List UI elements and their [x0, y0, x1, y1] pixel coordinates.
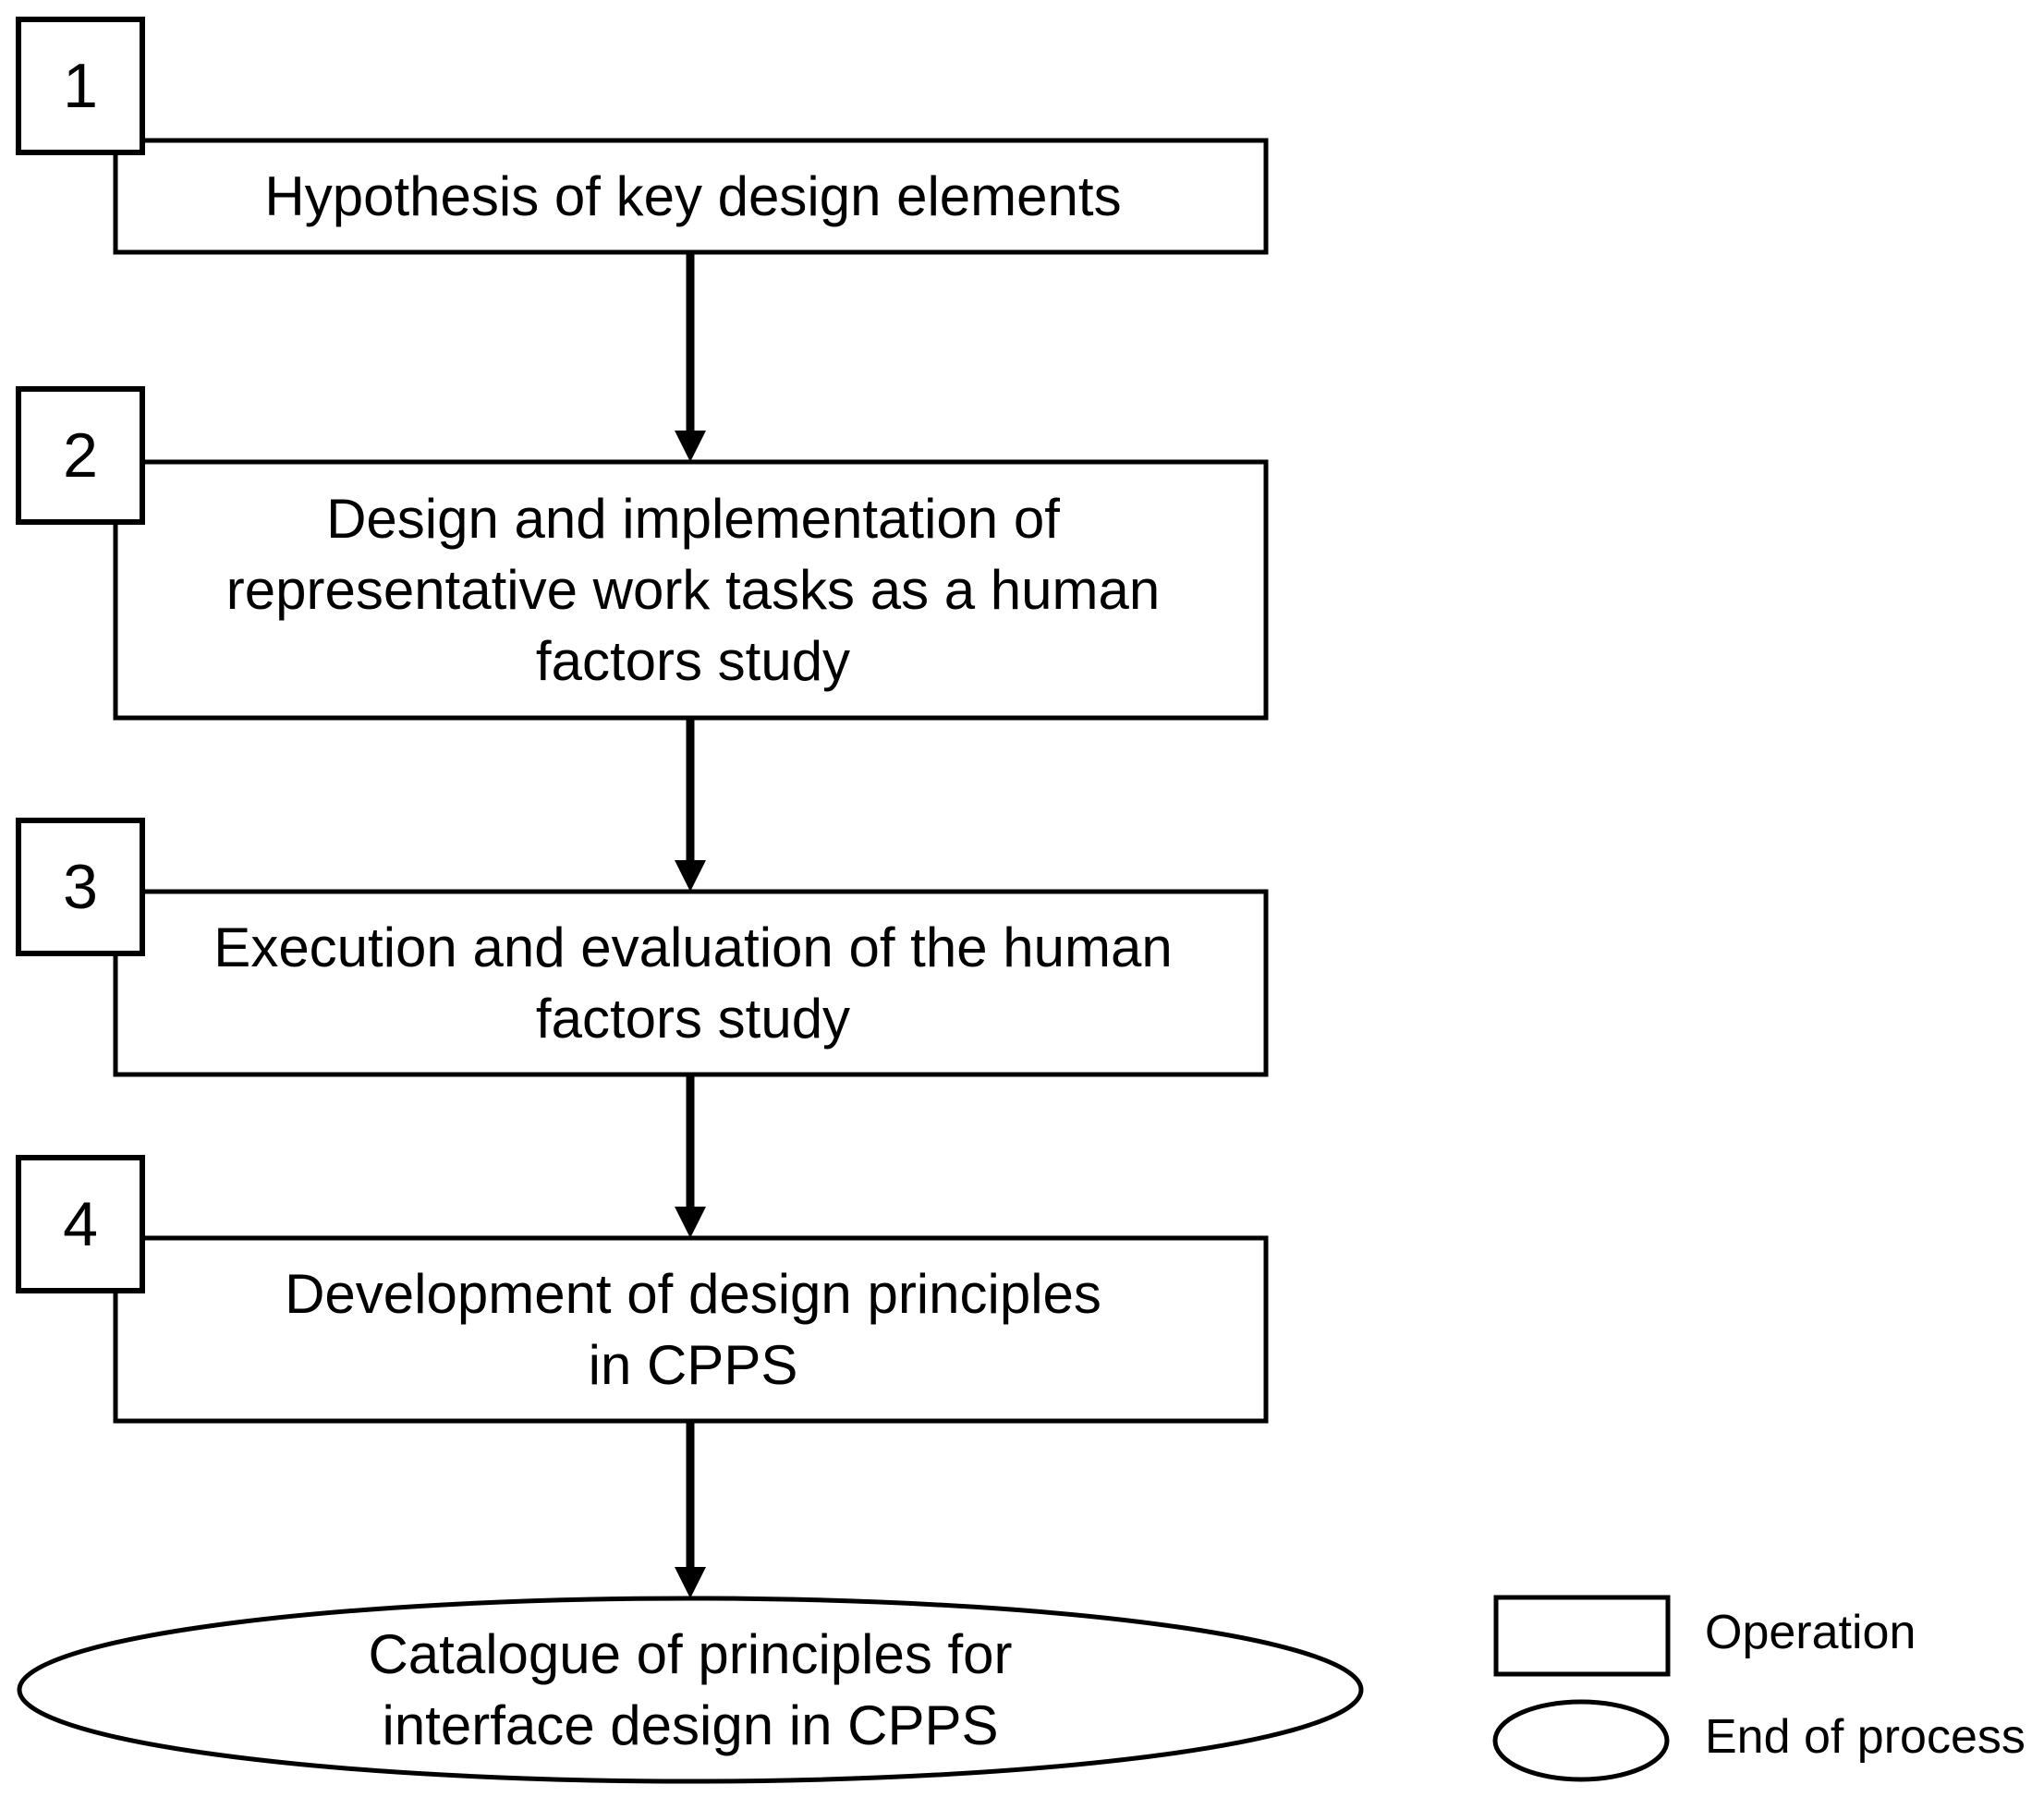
step-2-text: Design and implementation of representat…: [225, 488, 1161, 692]
legend-end-of-process-ellipse: [1492, 1699, 1670, 1782]
connector-arrows: [675, 252, 706, 1598]
step-1-number-box: [16, 17, 145, 155]
arrowhead-3-to-4: [675, 1207, 706, 1238]
step-2-number-box: [16, 386, 145, 525]
step-3-number: 3: [63, 852, 98, 922]
step-4-text: Development of design principles in CPPS: [285, 1263, 1101, 1396]
end-of-process-text: Catalogue of principles for interface de…: [368, 1623, 1013, 1756]
step-4-number: 4: [63, 1189, 98, 1259]
step-3-text: Execution and evaluation of the human fa…: [213, 917, 1173, 1050]
step-1-number: 1: [63, 51, 98, 121]
step-1-text: Hypothesis of key design elements: [264, 165, 1122, 227]
step-3-number-box: [16, 818, 145, 956]
legend-end-of-process-label: End of process: [1705, 1710, 2026, 1764]
step-2-number: 2: [63, 420, 98, 491]
step-2-box: [113, 459, 1269, 721]
legend-operation-box: [1493, 1595, 1671, 1677]
step-4-box: [113, 1235, 1269, 1424]
step-1-box: [113, 138, 1269, 255]
legend-operation-label: Operation: [1705, 1606, 1916, 1659]
step-4-number-box: [16, 1155, 145, 1293]
step-3-box: [113, 889, 1269, 1077]
arrowhead-4-to-end: [675, 1567, 706, 1598]
arrowhead-1-to-2: [675, 431, 706, 462]
arrowhead-2-to-3: [675, 860, 706, 892]
